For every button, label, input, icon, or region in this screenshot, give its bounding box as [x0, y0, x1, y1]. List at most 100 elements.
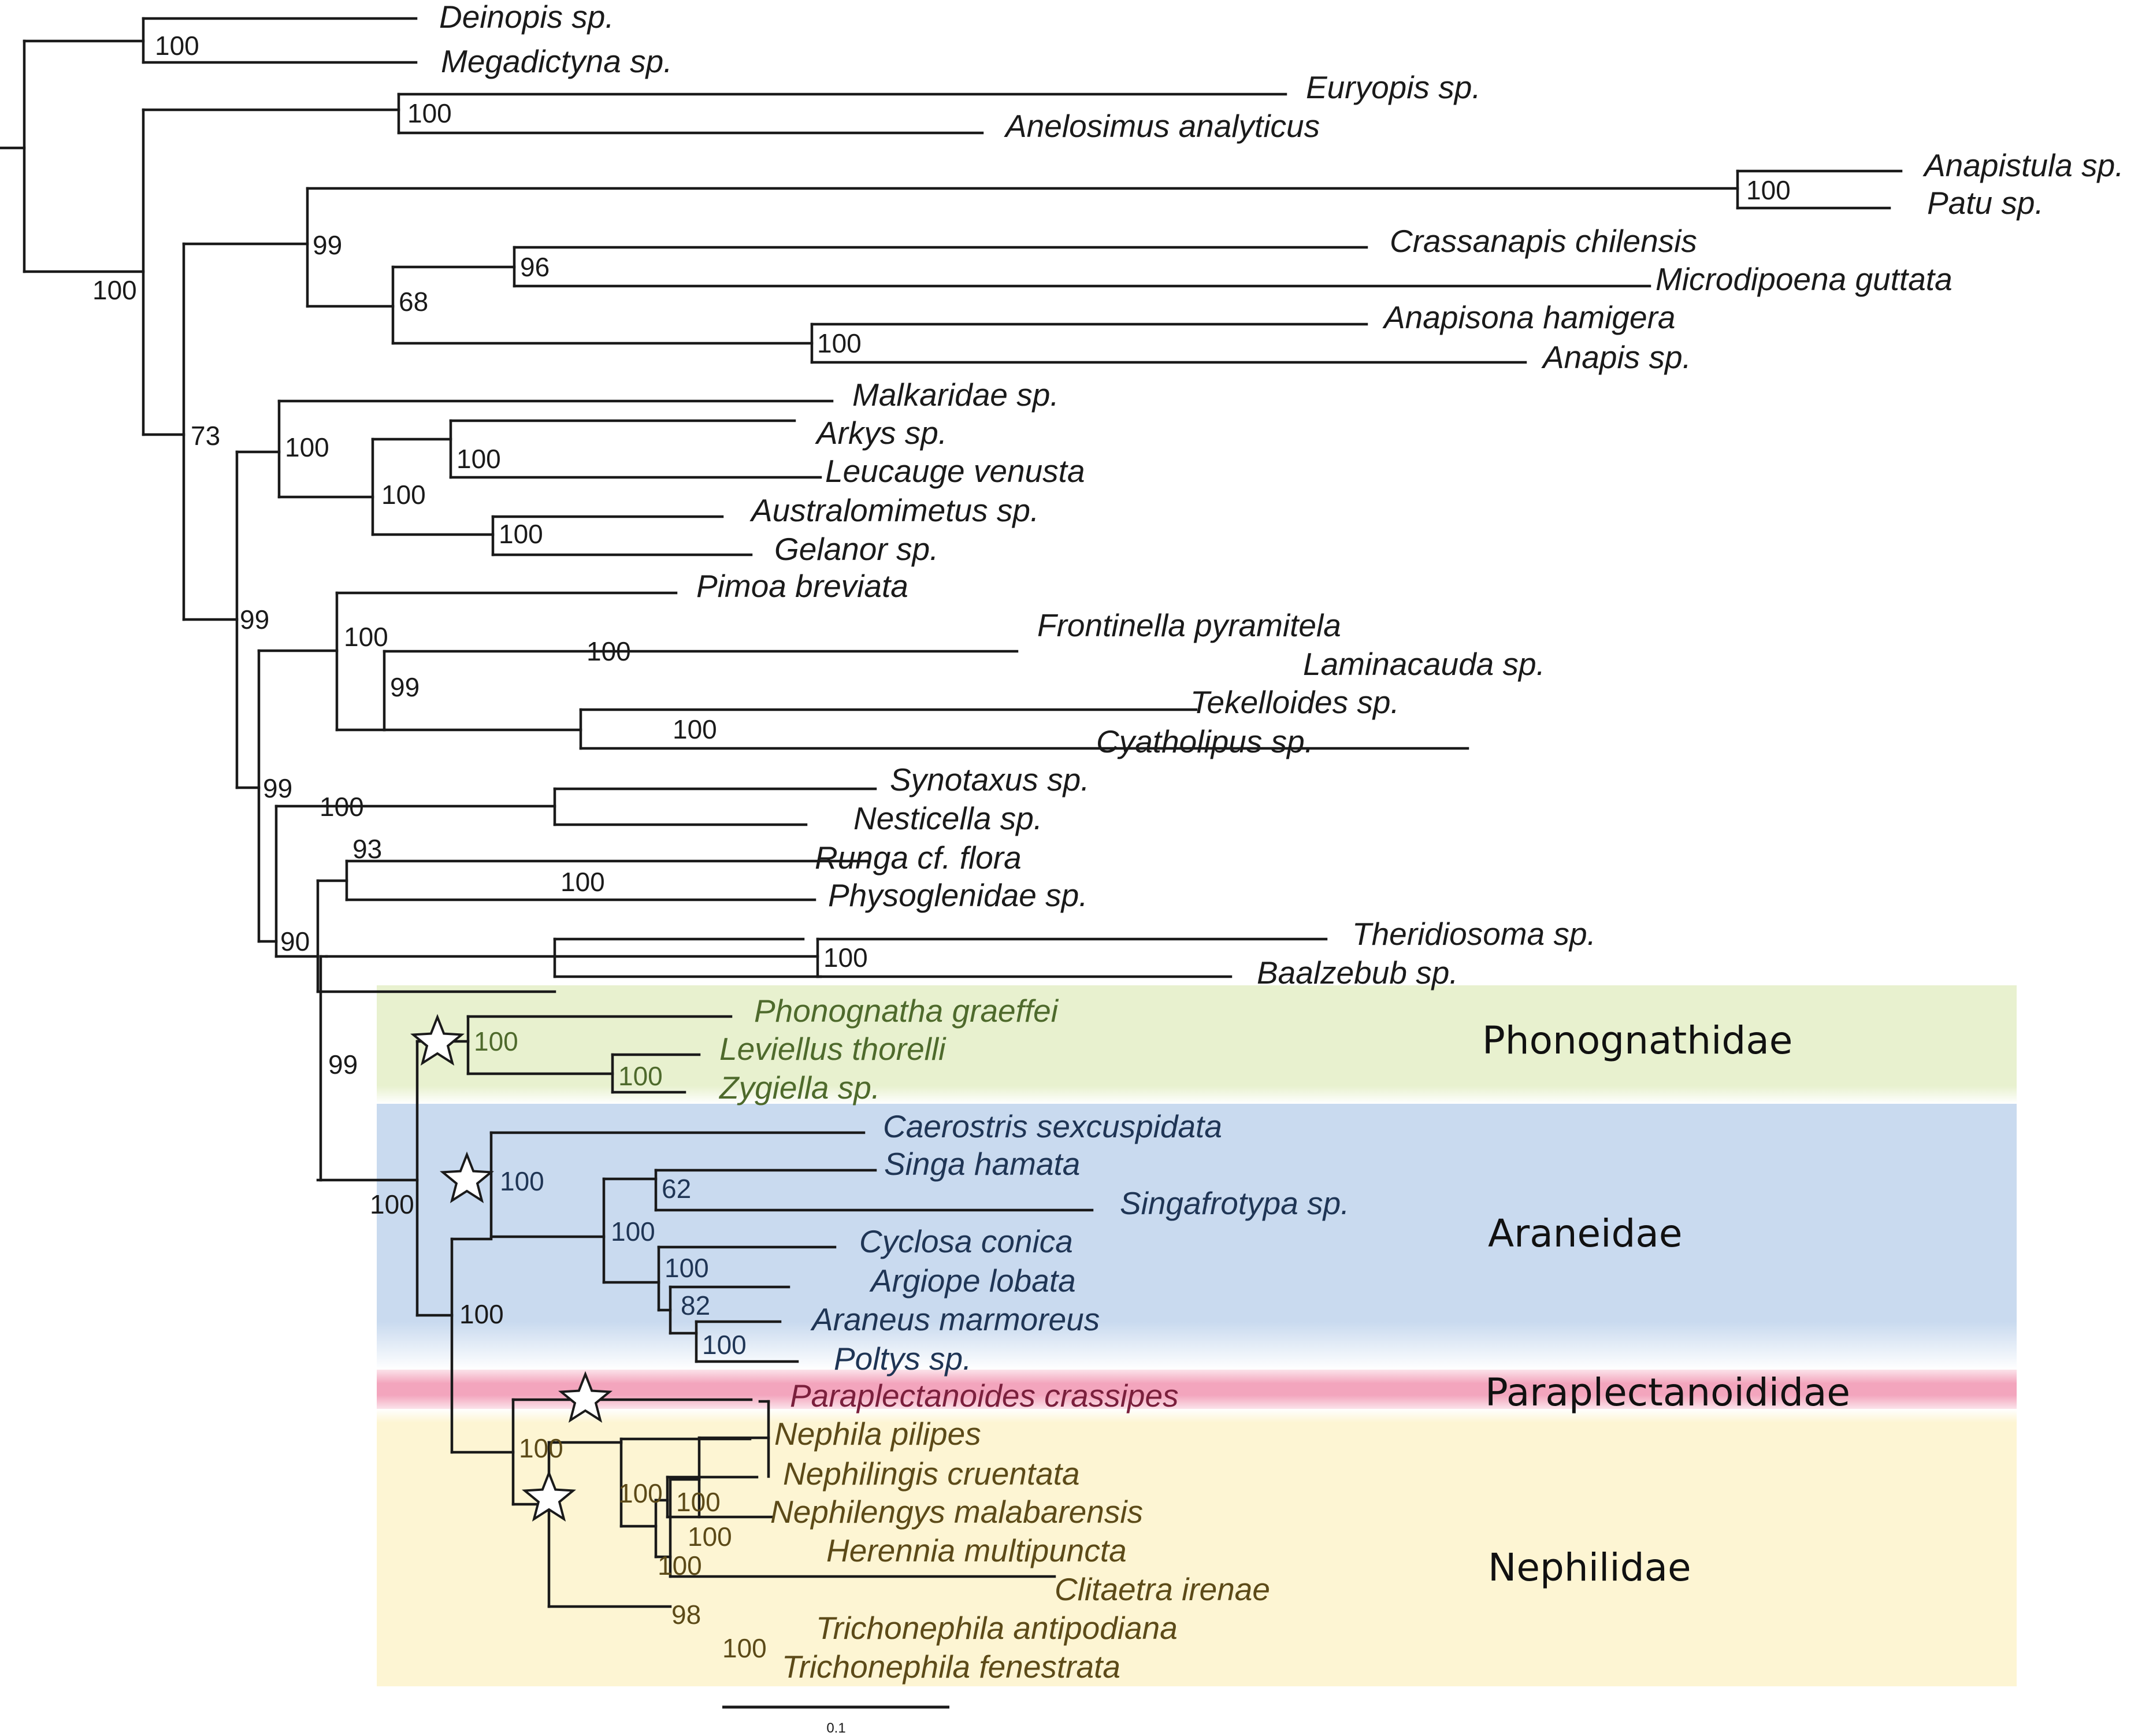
- taxon-label: Synotaxus sp.: [890, 762, 1089, 797]
- taxon-label: Paraplectanoides crassipes: [790, 1378, 1179, 1414]
- taxon-label: Trichonephila antipodiana: [816, 1610, 1178, 1646]
- support-value: 100: [407, 98, 452, 128]
- support-value: 100: [658, 1550, 702, 1581]
- support-value: 99: [240, 604, 269, 635]
- support-value: 100: [561, 867, 605, 897]
- taxon-label: Tekelloides sp.: [1190, 684, 1400, 720]
- support-value: 100: [155, 31, 199, 61]
- phonognathidae-band: [377, 985, 2017, 1104]
- taxon-label: Baalzebub sp.: [1257, 955, 1458, 991]
- support-value: 100: [92, 275, 137, 305]
- nephilidae-band: [377, 1409, 2017, 1686]
- paraplectanoididae-band: [377, 1370, 2017, 1409]
- support-value: 100: [456, 444, 501, 474]
- taxon-label: Trichonephila fenestrata: [782, 1649, 1120, 1685]
- taxon-label: Cyclosa conica: [859, 1223, 1073, 1259]
- support-value: 100: [370, 1189, 414, 1219]
- taxon-label: Caerostris sexcuspidata: [883, 1108, 1222, 1144]
- scale-bar-label: 0.1: [826, 1720, 845, 1736]
- tree-branches: [0, 17, 1903, 1608]
- taxon-label: Malkaridae sp.: [852, 377, 1059, 413]
- support-value: 93: [352, 834, 382, 864]
- support-value: 100: [381, 480, 426, 510]
- support-value: 100: [702, 1330, 747, 1360]
- taxon-label: Physoglenidae sp.: [828, 877, 1087, 913]
- taxon-label: Pimoa breviata: [696, 568, 908, 604]
- taxon-label: Australomimetus sp.: [749, 492, 1039, 528]
- taxon-label: Nephilingis cruentata: [783, 1456, 1080, 1492]
- support-value: 73: [191, 421, 220, 451]
- support-value: 82: [681, 1290, 710, 1320]
- support-value: 99: [328, 1049, 358, 1080]
- support-value: 100: [474, 1026, 518, 1056]
- taxon-label: Anelosimus analyticus: [1004, 108, 1320, 144]
- star-icon: [558, 1371, 613, 1423]
- taxon-label: Araneus marmoreus: [810, 1301, 1100, 1337]
- clade-label: Phonognathidae: [1482, 1018, 1792, 1063]
- taxon-label: Nephilengys malabarensis: [770, 1494, 1143, 1530]
- star-icon: [521, 1470, 577, 1522]
- support-value: 98: [671, 1600, 701, 1630]
- support-value: 62: [662, 1174, 691, 1204]
- taxon-label: Herennia multipuncta: [826, 1533, 1127, 1568]
- support-value: 96: [520, 252, 550, 282]
- araneidae-band: [377, 1104, 2017, 1370]
- taxon-label: Theridiosoma sp.: [1352, 916, 1596, 952]
- taxon-label: Arkys sp.: [815, 415, 947, 451]
- support-value: 100: [618, 1061, 663, 1091]
- taxon-label: Microdipoena guttata: [1656, 261, 1953, 297]
- support-value: 100: [1746, 175, 1791, 205]
- taxon-label: Singafrotypa sp.: [1120, 1185, 1349, 1221]
- taxon-label: Nephila pilipes: [774, 1416, 981, 1452]
- support-value: 100: [459, 1299, 504, 1329]
- taxon-label: Crassanapis chilensis: [1390, 223, 1697, 259]
- support-value: 100: [823, 943, 868, 973]
- taxon-label: Megadictyna sp.: [441, 43, 673, 79]
- taxon-label: Cyatholipus sp.: [1096, 724, 1313, 759]
- taxon-label: Gelanor sp.: [774, 531, 938, 567]
- support-value: 100: [499, 519, 543, 549]
- taxon-label: Anapis sp.: [1541, 339, 1691, 375]
- star-icon: [410, 1014, 465, 1066]
- taxon-label: Nesticella sp.: [853, 800, 1042, 836]
- support-value: 100: [618, 1478, 663, 1508]
- clade-label: Nephilidae: [1488, 1545, 1691, 1590]
- clade-label: Paraplectanoididae: [1485, 1370, 1850, 1415]
- support-value: 100: [676, 1487, 721, 1517]
- taxon-label: Clitaetra irenae: [1055, 1571, 1270, 1607]
- support-value: 100: [344, 622, 388, 652]
- support-value: 100: [500, 1166, 544, 1196]
- support-value: 90: [280, 926, 310, 956]
- taxon-label: Laminacauda sp.: [1303, 646, 1545, 682]
- support-value: 100: [722, 1633, 767, 1663]
- taxon-label: Frontinella pyramitela: [1037, 607, 1341, 643]
- support-value: 68: [399, 287, 428, 317]
- taxon-label: Leucauge venusta: [825, 453, 1085, 489]
- taxon-label: Deinopis sp.: [439, 0, 614, 35]
- support-value: 100: [285, 432, 329, 462]
- taxon-label: Singa hamata: [884, 1146, 1080, 1182]
- taxon-label: Euryopis sp.: [1306, 69, 1481, 105]
- support-value: 100: [665, 1253, 709, 1283]
- taxon-label: Phonognatha graeffei: [754, 993, 1059, 1029]
- taxon-label: Patu sp.: [1927, 185, 2044, 221]
- taxon-label: Zygiella sp.: [718, 1070, 880, 1106]
- star-icon: [439, 1151, 495, 1204]
- clade-label: Araneidae: [1488, 1211, 1682, 1256]
- taxon-label: Poltys sp.: [834, 1341, 971, 1377]
- support-value: 100: [587, 636, 631, 666]
- support-value: 100: [519, 1433, 563, 1463]
- support-value: 100: [611, 1216, 655, 1247]
- support-value: 99: [313, 230, 342, 260]
- support-value: 99: [390, 672, 420, 702]
- taxon-label: Argiope lobata: [869, 1263, 1076, 1299]
- support-value: 100: [673, 714, 717, 744]
- support-value: 100: [688, 1522, 732, 1552]
- support-value: 100: [817, 328, 862, 358]
- taxon-label: Anapisona hamigera: [1382, 299, 1676, 335]
- support-value: 100: [320, 792, 364, 822]
- taxon-label: Anapistula sp.: [1922, 147, 2124, 183]
- support-value: 99: [263, 773, 292, 803]
- taxon-label: Runga cf. flora: [815, 840, 1022, 876]
